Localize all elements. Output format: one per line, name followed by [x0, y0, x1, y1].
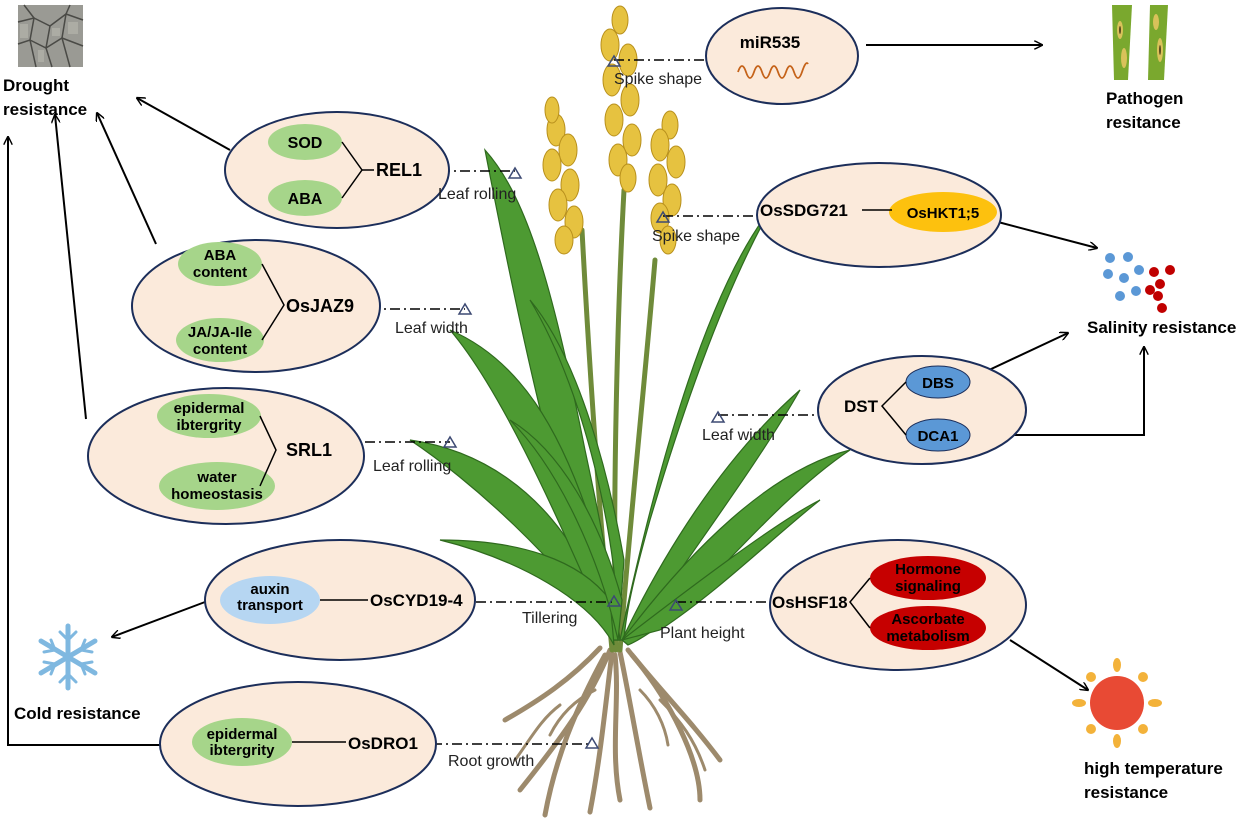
factor-ja-content-l1: JA/JA-Ile	[188, 324, 252, 341]
rice-spikes	[542, 5, 686, 255]
connectors	[8, 45, 1144, 746]
spike-left	[542, 96, 584, 255]
factor-epidermal-2-l2: ibtergrity	[209, 742, 275, 759]
factor-hormone	[870, 556, 986, 600]
salt-ions-icon	[1103, 252, 1175, 313]
gene-osdro1: OsDRO1	[348, 734, 418, 753]
triangle-marker	[668, 598, 684, 611]
heat-resistance-l1: high temperature	[1084, 759, 1223, 778]
factor-epidermal-1-l2: ibtergrity	[176, 417, 242, 434]
gene-oscyd: OsCYD19-4	[370, 591, 463, 610]
gene-oshkt: OsHKT1;5	[907, 205, 980, 222]
triangle-marker	[710, 410, 726, 423]
bubble-oshsf18: OsHSF18 Hormone signaling Ascorbate meta…	[769, 539, 1027, 671]
cracked-soil-icon	[17, 4, 84, 68]
factor-epidermal-2-l1: epidermal	[207, 726, 278, 743]
factor-aba-label: ABA	[288, 191, 323, 208]
triangle-marker	[606, 54, 622, 67]
gene-osjaz9: OsJAZ9	[286, 296, 354, 316]
factor-dca1-label: DCA1	[918, 428, 959, 445]
factor-epidermal-1-l1: epidermal	[174, 400, 245, 417]
pathogen-resistance-l2: resitance	[1106, 113, 1181, 132]
heat-resistance-l2: resistance	[1084, 783, 1168, 802]
triangle-marker	[457, 302, 473, 315]
factor-auxin-l1: auxin	[250, 581, 289, 598]
gene-dst: DST	[844, 397, 879, 416]
bubble-mir535: miR535	[705, 7, 859, 105]
trait-plant-height: Plant height	[660, 625, 745, 642]
factor-auxin	[220, 576, 320, 624]
trait-tillering: Tillering	[522, 610, 577, 627]
factor-aba-content-l1: ABA	[204, 247, 237, 264]
trait-leaders	[365, 59, 820, 745]
rice-plant-illustration	[409, 5, 851, 818]
triangle-marker	[655, 210, 671, 223]
trait-leaf-width-1: Leaf width	[395, 320, 468, 337]
diseased-leaf-icon	[1112, 5, 1168, 80]
snowflake-icon	[38, 623, 98, 691]
sun-icon	[1072, 658, 1162, 748]
factor-hormone-l1: Hormone	[895, 561, 961, 578]
factor-auxin-l2: transport	[237, 597, 303, 614]
factor-epidermal-2	[192, 718, 292, 766]
trait-root-growth: Root growth	[448, 753, 534, 770]
drought-resistance-l1: Drought	[3, 76, 69, 95]
factor-oshkt	[889, 192, 997, 232]
factor-water	[159, 462, 275, 510]
gene-mir535: miR535	[740, 33, 800, 52]
bubble-dst: DST DBS DCA1	[817, 355, 1027, 465]
triangle-marker	[606, 594, 622, 607]
factor-ascorbate	[870, 606, 986, 650]
bubble-osjaz9: ABA content JA/JA-Ile content OsJAZ9	[131, 239, 381, 373]
gene-oshsf18: OsHSF18	[772, 593, 848, 612]
leaves	[409, 147, 851, 646]
trait-leaf-rolling-1: Leaf rolling	[438, 186, 516, 203]
factor-sod-label: SOD	[288, 135, 323, 152]
cold-resistance: Cold resistance	[14, 704, 141, 723]
factor-aba-content-l2: content	[193, 264, 247, 281]
trait-spike-top: Spike shape	[614, 71, 702, 88]
factor-aba-content	[178, 242, 262, 286]
factor-water-l1: water	[196, 469, 236, 486]
factor-ascorbate-l1: Ascorbate	[891, 611, 964, 628]
factor-ja-content-l2: content	[193, 341, 247, 358]
salinity-resistance: Salinity resistance	[1087, 318, 1236, 337]
rna-wave-icon	[737, 62, 809, 79]
pathogen-resistance-l1: Pathogen	[1106, 89, 1183, 108]
factor-water-l2: homeostasis	[171, 486, 263, 503]
trait-labels: Spike shape Leaf rolling Spike shape Lea…	[373, 71, 775, 770]
gene-srl1: SRL1	[286, 440, 332, 460]
trait-markers	[442, 54, 726, 749]
factor-hormone-l2: signaling	[895, 578, 961, 595]
trait-spike-mid: Spike shape	[652, 228, 740, 245]
bubble-oscyd: auxin transport OsCYD19-4	[204, 539, 476, 661]
factor-ascorbate-l2: metabolism	[886, 628, 969, 645]
gene-rel1: REL1	[376, 160, 422, 180]
bubble-srl1: epidermal ibtergrity water homeostasis S…	[87, 387, 365, 525]
roots	[502, 645, 723, 818]
triangle-marker	[442, 435, 458, 448]
gene-ossdg721: OsSDG721	[760, 201, 848, 220]
factor-aba	[268, 180, 342, 216]
factor-sod	[268, 124, 342, 160]
drought-resistance-l2: resistance	[3, 100, 87, 119]
triangle-marker	[507, 166, 523, 179]
triangle-marker	[584, 736, 600, 749]
trait-leaf-rolling-2: Leaf rolling	[373, 458, 451, 475]
bubble-rel1: SOD ABA REL1	[224, 111, 450, 229]
gene-bubbles: SOD ABA REL1 ABA content JA/JA-Ile conte…	[87, 7, 1027, 807]
factor-epidermal-1	[157, 394, 261, 438]
factor-ja-content	[176, 318, 264, 362]
bubble-osdro1: epidermal ibtergrity OsDRO1	[159, 681, 437, 807]
spike-center	[600, 5, 642, 193]
trait-leaf-width-2: Leaf width	[702, 427, 775, 444]
bubble-ossdg721: OsSDG721 OsHKT1;5	[756, 162, 1002, 268]
factor-dbs-label: DBS	[922, 375, 954, 392]
